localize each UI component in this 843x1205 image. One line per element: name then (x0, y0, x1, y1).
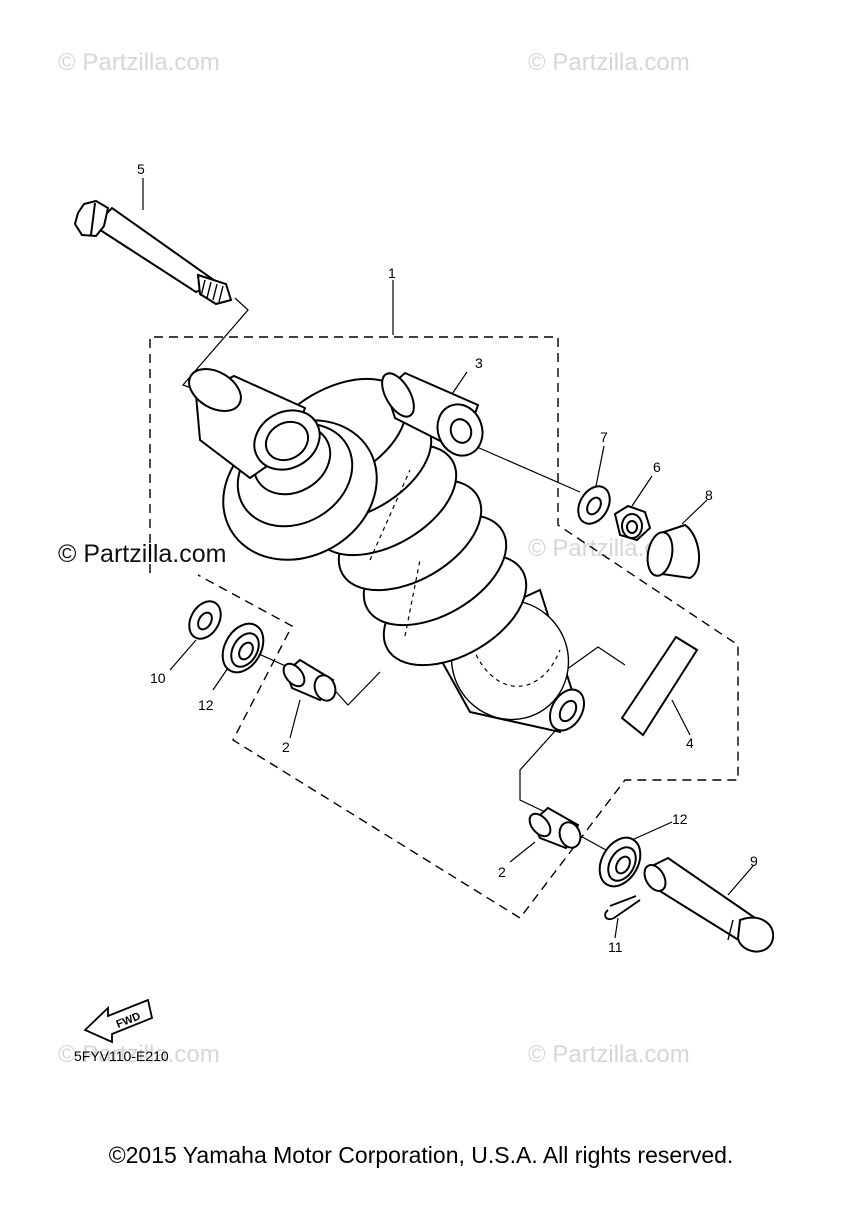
oil-seal (598, 836, 642, 888)
watermark: © Partzilla.com (528, 1041, 690, 1068)
bolt (73, 199, 233, 306)
copyright-notice: ©2015 Yamaha Motor Corporation, U.S.A. A… (109, 1142, 734, 1168)
label (620, 635, 699, 737)
watermark: © Partzilla.com (58, 1041, 220, 1068)
bushing (381, 371, 484, 457)
washer (188, 600, 222, 640)
watermark: © Partzilla.com (58, 49, 220, 76)
callout-number: 4 (686, 735, 694, 751)
callout-number: 6 (653, 459, 661, 475)
callout-number: 12 (672, 811, 688, 827)
callout-number: 3 (475, 355, 483, 371)
oil-seal (221, 622, 265, 674)
diagram-code: 5FYV110-E210 (74, 1048, 169, 1064)
callout-number: 12 (198, 697, 214, 713)
watermark: © Partzilla.com (58, 540, 226, 568)
assembly-outline (149, 336, 739, 919)
shock-absorber (188, 368, 586, 734)
callout-number: 5 (137, 161, 145, 177)
callout-number: 7 (600, 429, 608, 445)
callout-number: 11 (608, 939, 623, 955)
washer (577, 485, 611, 525)
collar (528, 806, 582, 850)
pin (643, 856, 775, 953)
callout-number: 2 (282, 739, 290, 755)
fwd-arrow-icon: FWD (83, 998, 154, 1044)
watermark: © Partzilla.com (528, 49, 690, 76)
nut (613, 504, 652, 542)
cap (646, 523, 701, 580)
collar (282, 658, 337, 702)
callout-number: 8 (705, 487, 713, 503)
callout-number: 10 (150, 670, 166, 686)
callout-number: 2 (498, 864, 506, 880)
callout-number: 1 (388, 265, 396, 281)
cotter-pin (604, 895, 641, 921)
callout-number: 9 (750, 853, 758, 869)
